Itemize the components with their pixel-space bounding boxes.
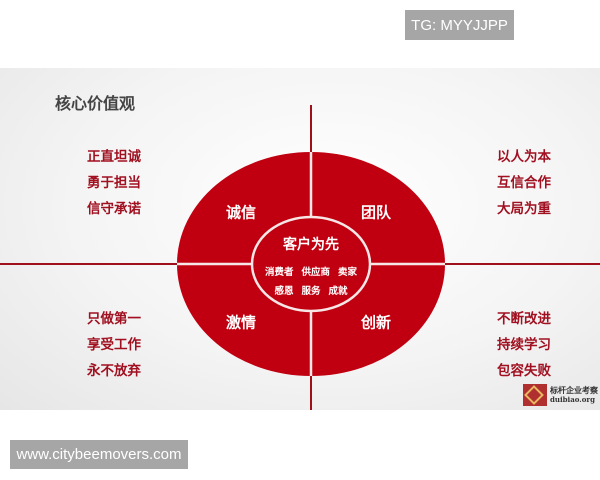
- quadrant-label-team: 团队: [360, 203, 392, 222]
- value-item: 持续学习: [497, 337, 551, 353]
- center-qualities: 感恩 服务 成就: [274, 283, 347, 297]
- value-item: 不断改进: [497, 311, 551, 327]
- quadrant-label-passion: 激情: [225, 313, 257, 332]
- quality-achievement: 成就: [328, 286, 348, 297]
- stakeholder-supplier: 供应商: [301, 267, 331, 278]
- core-values-slide: 核心价值观 诚信 团队 激情 创新 客户为先 消费者 供应商 卖家 感恩 服务 …: [0, 68, 600, 410]
- value-item: 包容失败: [497, 363, 551, 379]
- stakeholder-seller: 卖家: [338, 267, 358, 278]
- values-list-innovation: 不断改进 持续学习 包容失败: [497, 310, 551, 380]
- quadrant-label-integrity: 诚信: [225, 203, 257, 222]
- inner-ellipse: [250, 215, 372, 313]
- value-item: 大局为重: [497, 201, 551, 217]
- values-list-team: 以人为本 互信合作 大局为重: [497, 148, 551, 218]
- value-item: 勇于担当: [87, 175, 141, 191]
- value-item: 信守承诺: [87, 201, 141, 217]
- center-title: 客户为先: [283, 237, 339, 253]
- value-item: 互信合作: [497, 175, 551, 191]
- value-item: 正直坦诚: [87, 149, 141, 165]
- quality-service: 服务: [301, 286, 321, 297]
- tg-watermark: TG: MYYJJPP: [405, 10, 514, 40]
- logo-text: 标杆企业考察 duibiao.org: [550, 385, 598, 405]
- url-watermark: www.citybeemovers.com: [10, 440, 188, 469]
- value-item: 以人为本: [497, 149, 551, 165]
- slide-title: 核心价值观: [55, 94, 136, 113]
- quadrant-label-innovation: 创新: [360, 313, 392, 332]
- center-stakeholders: 消费者 供应商 卖家: [265, 264, 357, 278]
- quality-gratitude: 感恩: [274, 286, 294, 297]
- values-list-passion: 只做第一 享受工作 永不放弃: [87, 310, 141, 380]
- values-list-integrity: 正直坦诚 勇于担当 信守承诺: [87, 148, 141, 218]
- values-ellipse-diagram: [177, 152, 445, 376]
- duibiao-logo: 标杆企业考察 duibiao.org: [523, 384, 598, 406]
- value-item: 享受工作: [87, 337, 141, 353]
- logo-name-cn: 标杆企业考察: [550, 385, 598, 395]
- stakeholder-consumer: 消费者: [264, 267, 294, 278]
- value-item: 永不放弃: [87, 363, 141, 379]
- value-item: 只做第一: [87, 311, 141, 327]
- logo-domain: duibiao.org: [550, 395, 595, 404]
- diamond-logo-icon: [523, 384, 547, 406]
